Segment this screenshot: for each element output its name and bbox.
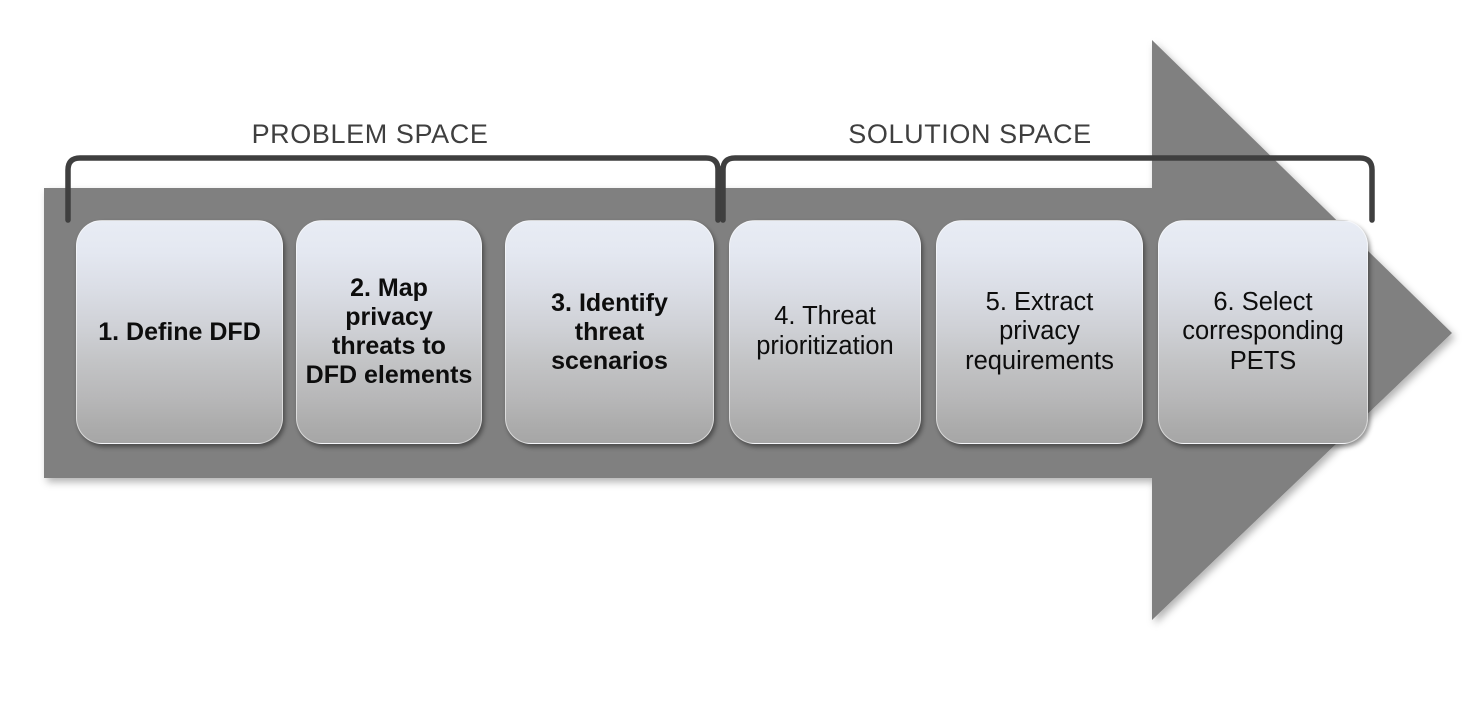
step-label-3: 3. Identify threat scenarios [551,288,668,375]
step-label-4: 4. Threat prioritization [756,302,894,360]
phase-label-solution-space: SOLUTION SPACE [848,119,1092,149]
step-box-6[interactable]: 6. Select corresponding PETS [1158,220,1368,444]
step-box-2[interactable]: 2. Map privacy threats to DFD elements [296,220,482,444]
step-box-5[interactable]: 5. Extract privacy requirements [936,220,1143,444]
step-label-1: 1. Define DFD [98,317,261,346]
step-box-3[interactable]: 3. Identify threat scenarios [505,220,714,444]
step-label-6: 6. Select corresponding PETS [1182,287,1344,375]
step-box-1[interactable]: 1. Define DFD [76,220,283,444]
bracket-problem-space [65,155,721,223]
step-box-4[interactable]: 4. Threat prioritization [729,220,921,444]
step-label-2: 2. Map privacy threats to DFD elements [305,274,473,389]
phase-label-problem-space: PROBLEM SPACE [251,119,489,149]
bracket-solution-space [720,155,1375,223]
step-label-5: 5. Extract privacy requirements [965,287,1114,375]
